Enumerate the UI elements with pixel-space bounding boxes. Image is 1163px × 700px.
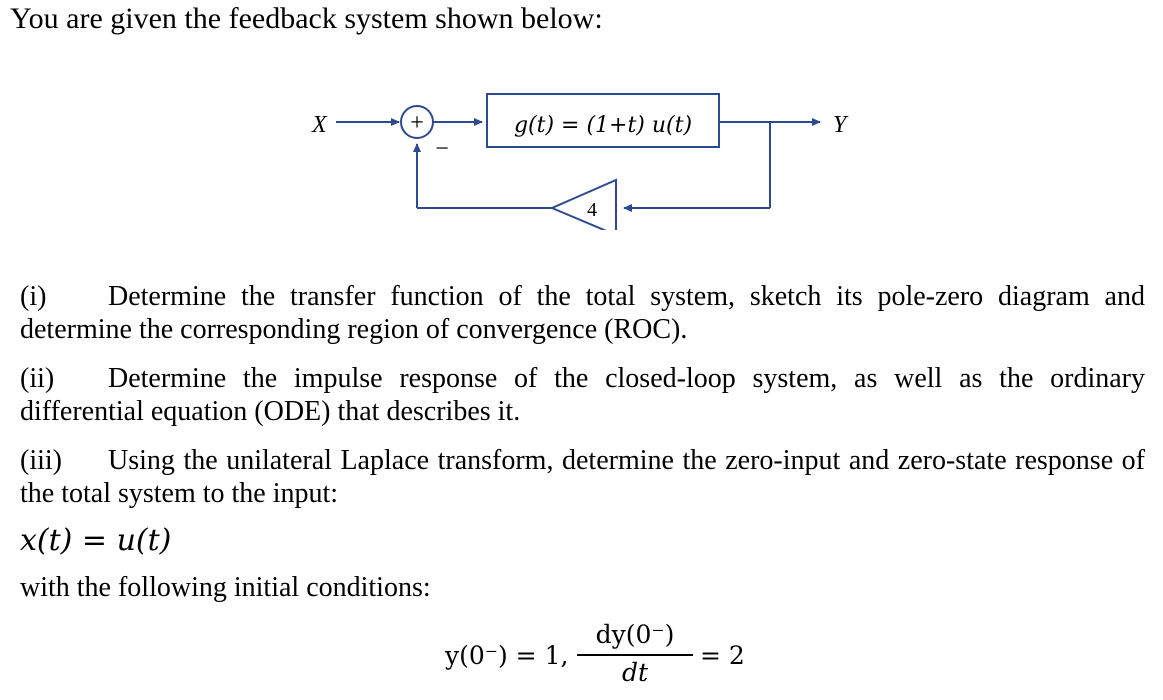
sum-plus-sign: + <box>410 110 424 136</box>
input-label: X <box>311 112 328 138</box>
gain-triangle <box>549 178 617 230</box>
forward-block-label: g(t) = (1+t) u(t) <box>514 113 692 138</box>
question-1: (i)Determine the transfer function of th… <box>20 280 1145 346</box>
feedback-minus-sign: − <box>435 136 449 162</box>
derivative-numerator: dy(0⁻) <box>595 620 675 649</box>
fraction-bar <box>577 654 693 656</box>
condition-derivative-value: = 2 <box>700 641 745 670</box>
question-3: (iii)Using the unilateral Laplace transf… <box>20 444 1145 510</box>
forward-block <box>486 93 720 148</box>
conditions-label: with the following initial conditions: <box>20 572 431 603</box>
question-2-text: Determine the impulse response of the cl… <box>20 363 1145 427</box>
feedback-block-diagram: X + g(t) = (1+t) u(t) Y 4 − <box>311 93 849 230</box>
question-2-number: (ii) <box>20 363 55 394</box>
output-label: Y <box>833 112 849 138</box>
input-equation-text: x(t) = u(t) <box>20 523 172 558</box>
question-1-text: Determine the transfer function of the t… <box>20 281 1145 345</box>
question-2: (ii)Determine the impulse response of th… <box>20 362 1145 428</box>
input-equation: x(t) = u(t) <box>20 524 171 558</box>
gain-label: 4 <box>587 199 597 221</box>
condition-y0: y(0⁻) = 1, <box>445 641 569 670</box>
question-1-number: (i) <box>20 281 47 312</box>
derivative-fraction: dy(0⁻) dt <box>575 618 695 690</box>
initial-conditions: y(0⁻) = 1, dy(0⁻) dt = 2 <box>445 618 765 693</box>
question-3-number: (iii) <box>20 445 62 476</box>
derivative-denominator: dt <box>621 658 649 687</box>
question-3-text: Using the unilateral Laplace transform, … <box>20 445 1145 509</box>
intro-text: You are given the feedback system shown … <box>10 2 603 35</box>
